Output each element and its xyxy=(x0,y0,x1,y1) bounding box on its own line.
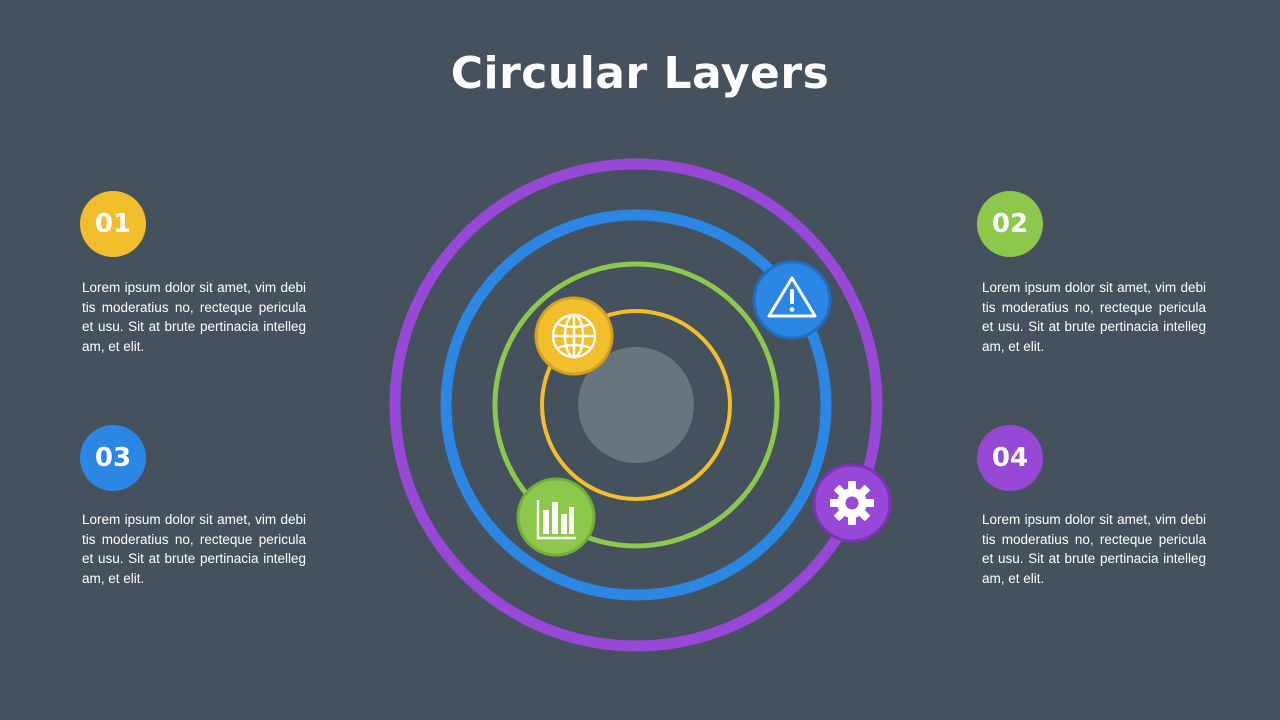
layer-ring-2 xyxy=(492,261,780,549)
warning-icon-node xyxy=(752,260,832,340)
page-title: Circular Layers xyxy=(450,48,830,99)
bar-chart-icon-node xyxy=(516,477,596,557)
bar-chart-icon xyxy=(536,500,576,540)
warning-icon xyxy=(767,276,817,318)
globe-icon-node xyxy=(534,296,614,376)
step-badge-02: 02 xyxy=(977,191,1043,257)
step-description-04: Lorem ipsum dolor sit amet, vim debitis … xyxy=(982,512,1206,586)
step-description-02: Lorem ipsum dolor sit amet, vim debitis … xyxy=(982,280,1206,354)
core-circle xyxy=(578,347,694,463)
step-badge-04: 04 xyxy=(977,425,1043,491)
step-badge-01: 01 xyxy=(80,191,146,257)
gear-icon xyxy=(830,481,874,525)
gear-icon-node xyxy=(812,463,892,543)
globe-icon xyxy=(551,313,597,359)
layer-ring-3 xyxy=(440,209,832,601)
layer-ring-1 xyxy=(540,309,732,501)
step-description-01: Lorem ipsum dolor sit amet, vim debitis … xyxy=(82,280,306,354)
layer-ring-4 xyxy=(389,158,883,652)
step-description-03: Lorem ipsum dolor sit amet, vim debitis … xyxy=(82,512,306,586)
step-badge-03: 03 xyxy=(80,425,146,491)
